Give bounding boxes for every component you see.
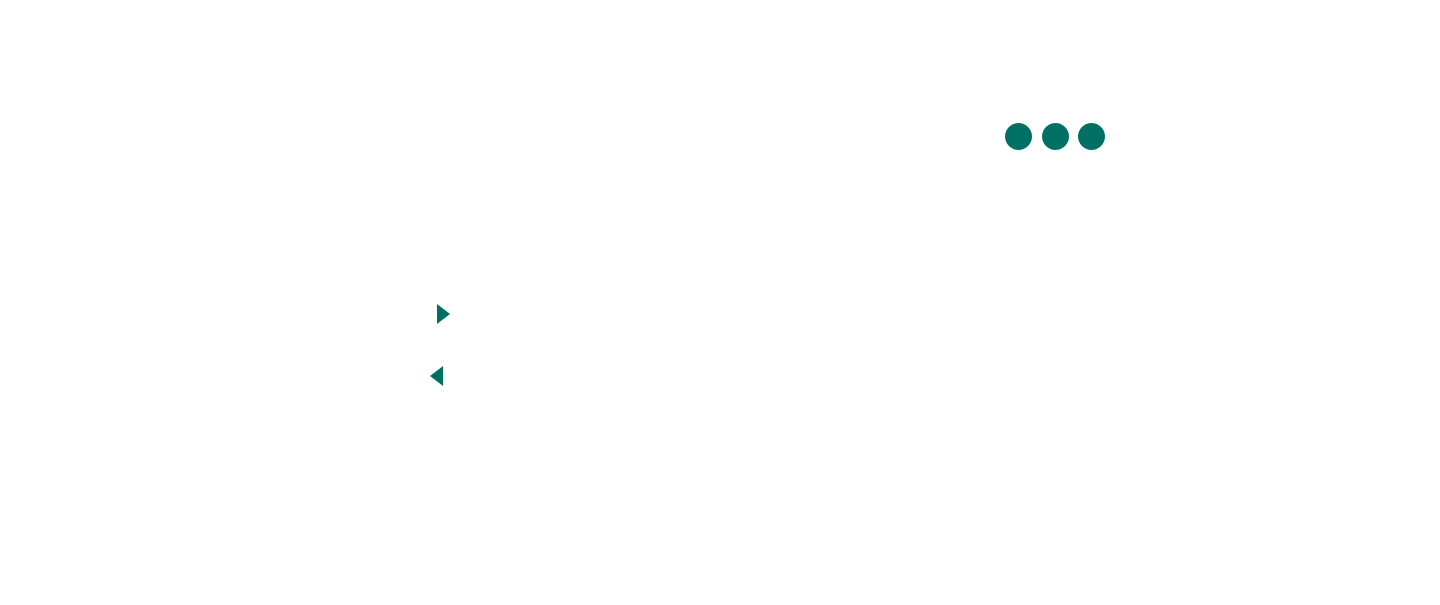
dot-3 — [1078, 122, 1105, 150]
caret-right-icon[interactable] — [437, 304, 450, 324]
caret-left-icon[interactable] — [430, 366, 443, 386]
more-dots-icon[interactable] — [1005, 122, 1105, 150]
dot-1 — [1005, 122, 1032, 150]
dot-2 — [1041, 122, 1069, 150]
